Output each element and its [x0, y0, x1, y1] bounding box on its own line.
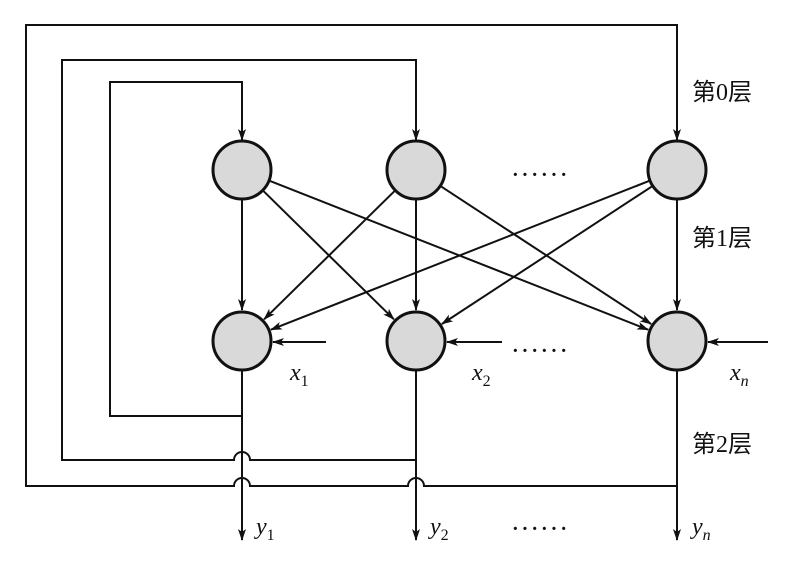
feedback-loop-2	[61, 59, 420, 461]
ellipsis-outputs: ······	[512, 518, 571, 540]
output-label-y1: y1	[256, 514, 275, 544]
feedback-loop-1	[109, 81, 246, 417]
weight-2-1	[263, 189, 397, 321]
layer-0-label: 第0层	[692, 80, 752, 106]
ellipsis-layer-1: ······	[512, 340, 571, 362]
weight-3-2	[441, 185, 654, 325]
output-label-y2: y2	[430, 514, 449, 544]
layer-0-neuron-2	[385, 139, 447, 201]
layer-1-label: 第1层	[692, 226, 752, 252]
layer-1-neuron-1	[211, 310, 273, 372]
input-label-x2: x2	[472, 360, 491, 390]
layer-0-neuron-1	[211, 139, 273, 201]
layer-2-label: 第2层	[692, 432, 752, 458]
ellipsis-layer-0: ······	[512, 164, 571, 186]
layer-1-neuron-2	[385, 310, 447, 372]
input-label-xn: xn	[730, 360, 749, 390]
input-label-x1: x1	[290, 360, 309, 390]
layer-0-neuron-n	[646, 139, 708, 201]
feedback-loop-n	[25, 24, 681, 487]
output-label-yn: yn	[692, 514, 711, 544]
layer-1-neuron-n	[646, 310, 708, 372]
weight-3-1	[269, 179, 651, 331]
